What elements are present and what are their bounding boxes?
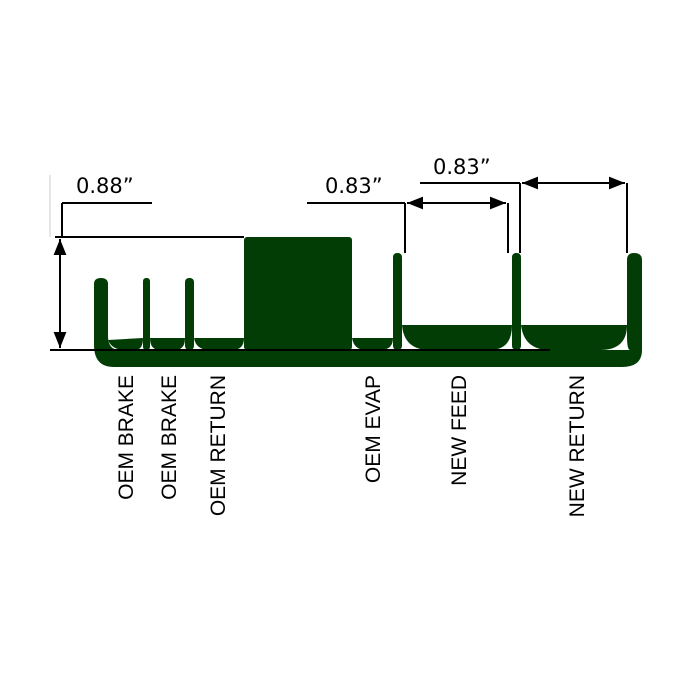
fin-oem-brake-1 xyxy=(143,278,150,350)
label-oem-brake-1: OEM BRAKE xyxy=(115,375,138,500)
label-oem-return: OEM RETURN xyxy=(207,375,230,516)
profile-base xyxy=(94,253,642,367)
label-oem-evap: OEM EVAP xyxy=(362,375,385,483)
oem-evap-block xyxy=(244,237,352,350)
dimension-lines xyxy=(49,175,628,351)
feed-width-dimension-label: 0.83” xyxy=(325,174,383,198)
extrusion-profile xyxy=(94,237,642,367)
label-new-feed: NEW FEED xyxy=(448,375,471,486)
fin-oem-brake-2 xyxy=(185,278,194,350)
label-new-return: NEW RETURN xyxy=(566,375,589,517)
fin-oem-evap xyxy=(393,253,402,350)
fin-new-feed xyxy=(512,253,521,350)
label-oem-brake-2: OEM BRAKE xyxy=(158,375,181,500)
return-width-dimension-label: 0.83” xyxy=(433,155,491,179)
height-dimension-label: 0.88” xyxy=(76,174,134,198)
